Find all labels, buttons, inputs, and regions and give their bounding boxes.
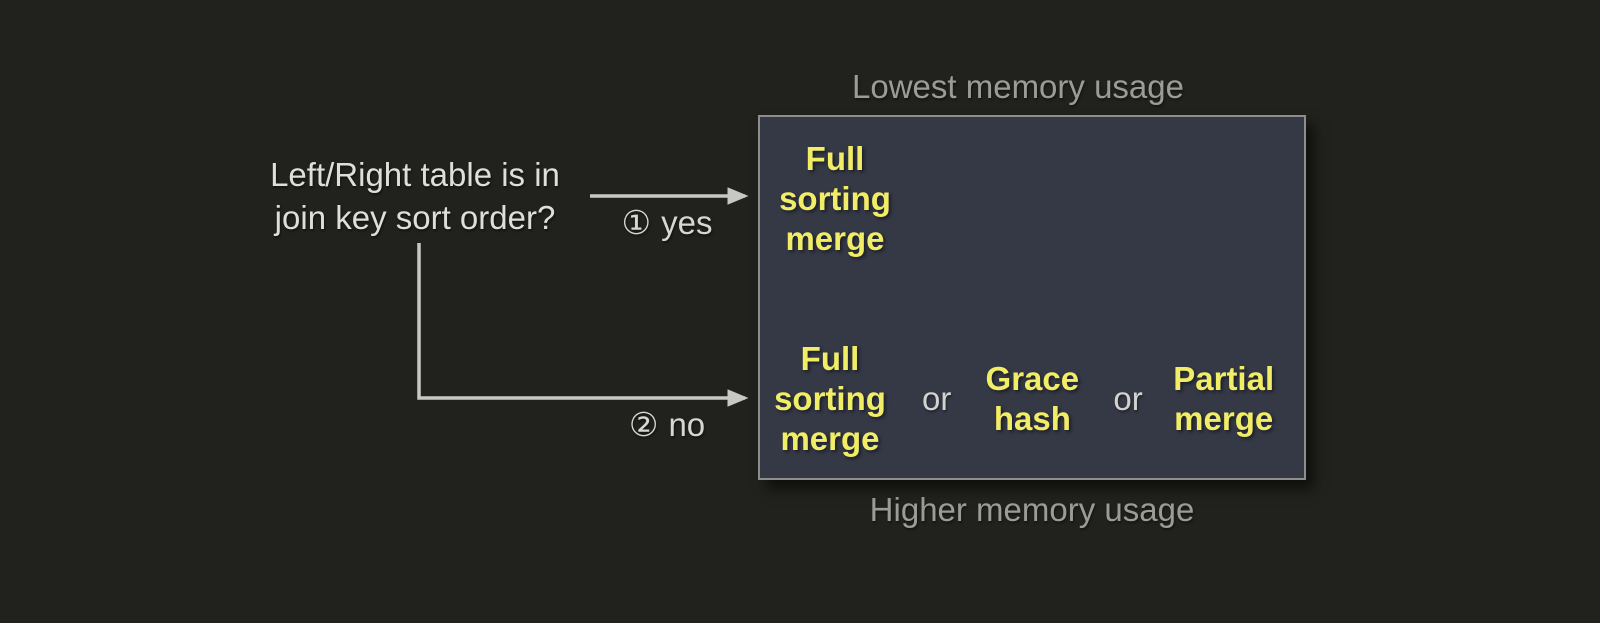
option-grace-hash: Grace hash bbox=[973, 359, 1091, 439]
lowest-memory-label: Lowest memory usage bbox=[852, 68, 1184, 105]
circled-two-icon: ② bbox=[628, 405, 659, 444]
or-separator-1: or bbox=[922, 380, 952, 417]
branch-yes-text: yes bbox=[661, 203, 713, 241]
unsorted-options-row: Full sorting merge or Grace hash or Part… bbox=[760, 339, 1298, 459]
branch-no-label: ② no bbox=[582, 405, 752, 444]
algorithm-box: Full sorting merge Full sorting merge or… bbox=[758, 115, 1306, 480]
question-line-1: Left/Right table is in bbox=[270, 156, 560, 193]
question-line-2: join key sort order? bbox=[274, 199, 556, 236]
circled-one-icon: ① bbox=[621, 203, 652, 242]
question-text: Left/Right table is in join key sort ord… bbox=[230, 153, 600, 239]
option-line: merge bbox=[780, 420, 880, 457]
option-partial-merge: Partial merge bbox=[1165, 359, 1283, 439]
option-line: Partial bbox=[1173, 360, 1275, 397]
branch-no-text: no bbox=[668, 405, 706, 443]
option-full-sorting-merge-unsorted: Full sorting merge bbox=[760, 339, 900, 459]
option-line: sorting bbox=[774, 380, 886, 417]
branch-yes-label: ① yes bbox=[582, 203, 752, 242]
higher-memory-label: Higher memory usage bbox=[869, 491, 1195, 528]
option-line: merge bbox=[1174, 400, 1274, 437]
option-line: hash bbox=[993, 400, 1071, 437]
option-line: merge bbox=[785, 220, 885, 257]
no-arrow-line bbox=[417, 243, 749, 407]
option-line: sorting bbox=[779, 180, 891, 217]
or-separator-2: or bbox=[1113, 380, 1143, 417]
option-line: Grace bbox=[985, 360, 1080, 397]
option-line: Full bbox=[805, 140, 865, 177]
option-full-sorting-merge-sorted: Full sorting merge bbox=[760, 139, 910, 259]
option-line: Full bbox=[800, 340, 860, 377]
